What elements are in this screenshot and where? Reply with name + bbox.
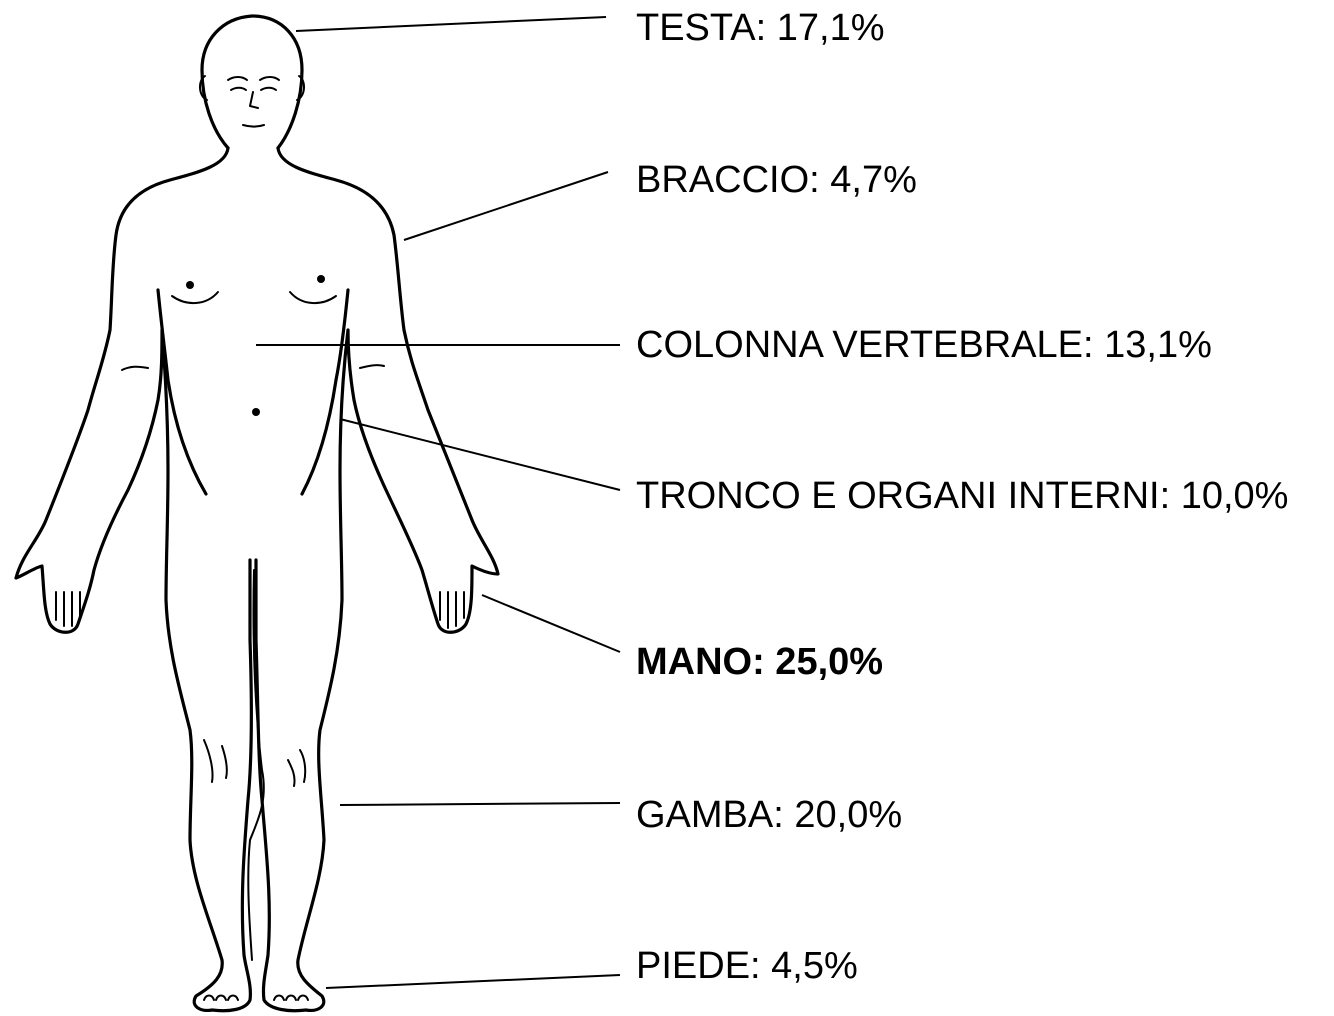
right-inner-arm: [300, 288, 350, 496]
right-ear: [296, 75, 305, 101]
right-knee: [287, 749, 307, 787]
right-pectoral: [289, 291, 337, 304]
left-toes: [203, 994, 239, 1001]
right-eye: [260, 86, 277, 91]
mouth: [242, 124, 265, 128]
right-toes: [273, 994, 309, 1001]
label-braccio: BRACCIO: 4,7%: [636, 159, 917, 201]
right-nipple: [317, 275, 325, 283]
leader-mano: [481, 594, 621, 653]
navel: [252, 408, 260, 416]
left-elbow: [121, 365, 149, 371]
leader-piede: [325, 974, 621, 989]
right-fingers: [439, 591, 465, 629]
left-body-outline: [14, 146, 253, 1013]
label-mano: MANO: 25,0%: [636, 641, 884, 683]
right-eyebrow: [259, 76, 280, 81]
left-inner-arm: [156, 288, 208, 496]
left-ear: [199, 75, 208, 101]
leader-tronco: [339, 418, 621, 491]
right-elbow: [359, 364, 385, 369]
leader-testa: [295, 16, 607, 32]
left-knee: [203, 739, 228, 783]
label-tronco-organi-interni: TRONCO E ORGANI INTERNI: 10,0%: [636, 475, 1289, 517]
label-piede: PIEDE: 4,5%: [636, 945, 858, 987]
left-fingers: [55, 591, 81, 627]
left-eyebrow: [227, 76, 248, 81]
right-body-outline: [254, 146, 500, 1013]
left-nipple: [186, 281, 194, 289]
label-testa: TESTA: 17,1%: [636, 7, 885, 49]
label-gamba: GAMBA: 20,0%: [636, 794, 903, 836]
left-eye: [230, 86, 247, 91]
leader-braccio: [403, 171, 609, 241]
nose: [249, 91, 259, 109]
label-colonna-vertebrale: COLONNA VERTEBRALE: 13,1%: [636, 324, 1212, 366]
inner-leg-line: [247, 569, 265, 961]
head-outline: [200, 14, 304, 150]
leader-gamba: [339, 802, 621, 806]
left-pectoral: [171, 291, 219, 304]
